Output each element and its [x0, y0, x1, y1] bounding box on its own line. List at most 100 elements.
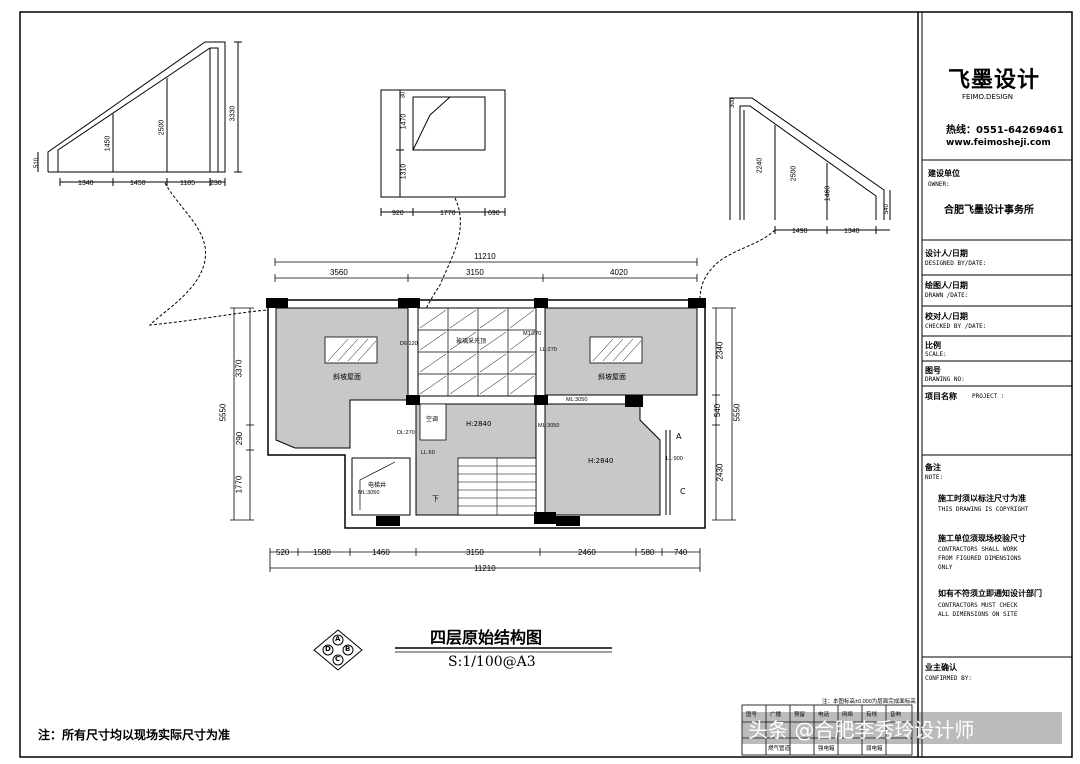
company-hotline: 热线：0551-64269461	[946, 125, 1064, 136]
sec-right-w1: 1340	[844, 228, 860, 235]
company-website: www.feimosheji.com	[946, 138, 1051, 148]
small-label-8: LL:900	[666, 456, 683, 462]
legend-note: 注：本图标高±0.000为层面完成面标高	[822, 699, 916, 705]
note-label-en: NOTE:	[925, 474, 944, 481]
small-label-5: DL:270	[397, 430, 415, 436]
stair-room-label: H:2840	[466, 420, 492, 428]
checked-label-en: CHECKED BY /DATE:	[925, 323, 987, 330]
leader-lines	[148, 182, 776, 326]
left-seg-2: 1770	[234, 475, 244, 494]
owner-label-en: OWNER:	[928, 181, 950, 188]
compass-b: B	[345, 645, 351, 653]
compass-d: D	[325, 645, 331, 653]
small-label-6: ML:3050	[538, 423, 560, 429]
section-right	[729, 97, 891, 234]
sec-left-w1: 1450	[130, 180, 146, 187]
sec-mid-w2: 690	[488, 210, 500, 217]
small-label-3: ML:3050	[566, 397, 588, 403]
legend-r1-0: 图号	[746, 712, 758, 718]
plan-left-dims	[230, 307, 254, 521]
top-seg-0: 3560	[330, 268, 348, 277]
sec-right-w0: 1490	[792, 228, 808, 235]
sec-left-w3: 230	[210, 180, 222, 187]
footer-note: 注：所有尺寸均以现场实际尺寸为准	[38, 728, 231, 742]
note-label: 备注	[925, 463, 941, 472]
project-label: 项目名称	[925, 392, 957, 401]
legend-r2-0: 燃气管道	[768, 746, 791, 752]
right-seg-2: 2430	[715, 463, 725, 482]
door-c-label: C	[680, 487, 686, 496]
drawing-no-label-en: DRAWING NO:	[925, 376, 965, 383]
note2-en-1: CONTRACTORS SHALL WORK	[938, 546, 1018, 553]
bottom-seg-5: 580	[641, 548, 655, 557]
right-seg-0: 2340	[715, 341, 725, 360]
small-label-2: LL:270	[540, 347, 557, 353]
note3-en-1: CONTRACTORS MUST CHECK	[938, 602, 1018, 609]
plan-top-dims	[274, 258, 698, 282]
drawn-label: 绘图人/日期	[925, 281, 968, 290]
confirm-label-en: CONFIRMED BY:	[925, 675, 972, 682]
sec-right-h1: 2500	[790, 165, 798, 182]
left-roof-label: 斜坡屋面	[333, 373, 361, 381]
legend-r2-2: 弱电箱	[866, 746, 883, 752]
floor-plan	[266, 298, 706, 529]
hvac-label: 空调	[426, 416, 439, 423]
bottom-seg-1: 1580	[313, 548, 331, 557]
glass-roof-label: 玻璃采光顶	[456, 338, 487, 345]
door-a-label: A	[676, 432, 682, 441]
left-seg-0: 3370	[234, 359, 244, 378]
drawn-label-en: DRAWN /DATE:	[925, 292, 969, 299]
bottom-seg-2: 1460	[372, 548, 390, 557]
right-total-dim: 5550	[732, 403, 742, 422]
owner-value: 合肥飞墨设计事务所	[944, 205, 1034, 216]
company-name-en: FEIMO.DESIGN	[962, 93, 1013, 101]
legend-r1-1: 广播	[770, 712, 782, 718]
company-name: 飞墨设计	[948, 68, 1041, 93]
sec-mid-w0: 920	[392, 210, 404, 217]
project-label-en: PROJECT :	[972, 393, 1005, 400]
left-seg-1: 290	[235, 431, 245, 446]
bottom-seg-0: 520	[276, 548, 290, 557]
plan-bottom-dims	[269, 548, 701, 572]
left-total-dim: 5550	[218, 403, 228, 422]
sec-mid-w1: 1770	[440, 210, 456, 217]
top-total-dim: 11210	[474, 252, 496, 261]
plan-right-dims	[712, 307, 736, 521]
sec-mid-h0: 1470	[400, 113, 408, 130]
section-left	[37, 41, 242, 186]
note2-en-2: FROM FIGURED DIMENSIONS	[938, 555, 1022, 562]
legend-r1-6: 音响	[890, 712, 902, 718]
stair-down-label: 下	[432, 495, 439, 503]
sec-left-h0: 1450	[104, 135, 112, 152]
section-middle	[380, 89, 506, 216]
note2-cn: 施工单位须现场校验尺寸	[938, 534, 1026, 543]
drawing-scale: S:1/100@A3	[448, 654, 536, 670]
small-label-0: D6:120	[400, 341, 418, 347]
checked-label: 校对人/日期	[925, 312, 968, 321]
legend-r1-4: 网络	[842, 712, 854, 718]
sec-left-h2: 3330	[229, 105, 237, 122]
small-label-4: LL:60	[421, 450, 435, 456]
note3-en-2: ALL DIMENSIONS ON SITE	[938, 611, 1018, 618]
sec-left-h3: 510	[34, 157, 41, 169]
sec-right-h3: 300	[730, 97, 737, 109]
top-seg-1: 3150	[466, 268, 484, 277]
owner-label: 建设单位	[928, 169, 960, 178]
watermark-band	[742, 712, 1062, 744]
bottom-seg-3: 3150	[466, 548, 484, 557]
note2-en-3: ONLY	[938, 564, 953, 571]
sec-right-h0: 2240	[756, 157, 764, 174]
compass-a: A	[335, 635, 341, 643]
bottom-total-dim: 11210	[474, 564, 496, 573]
compass-c: C	[335, 655, 341, 663]
small-label-7: ML:3050	[358, 490, 380, 496]
scale-label: 比例	[925, 341, 941, 350]
legend-r1-2: 预留	[794, 712, 806, 718]
scale-label-en: SCALE:	[925, 351, 947, 358]
sec-left-h1: 2500	[158, 119, 166, 136]
top-seg-2: 4020	[610, 268, 628, 277]
right-roof-label: 斜坡屋面	[598, 373, 626, 381]
right-room-label: H:2840	[588, 457, 614, 465]
elevator-label: 电梯井	[368, 482, 387, 489]
